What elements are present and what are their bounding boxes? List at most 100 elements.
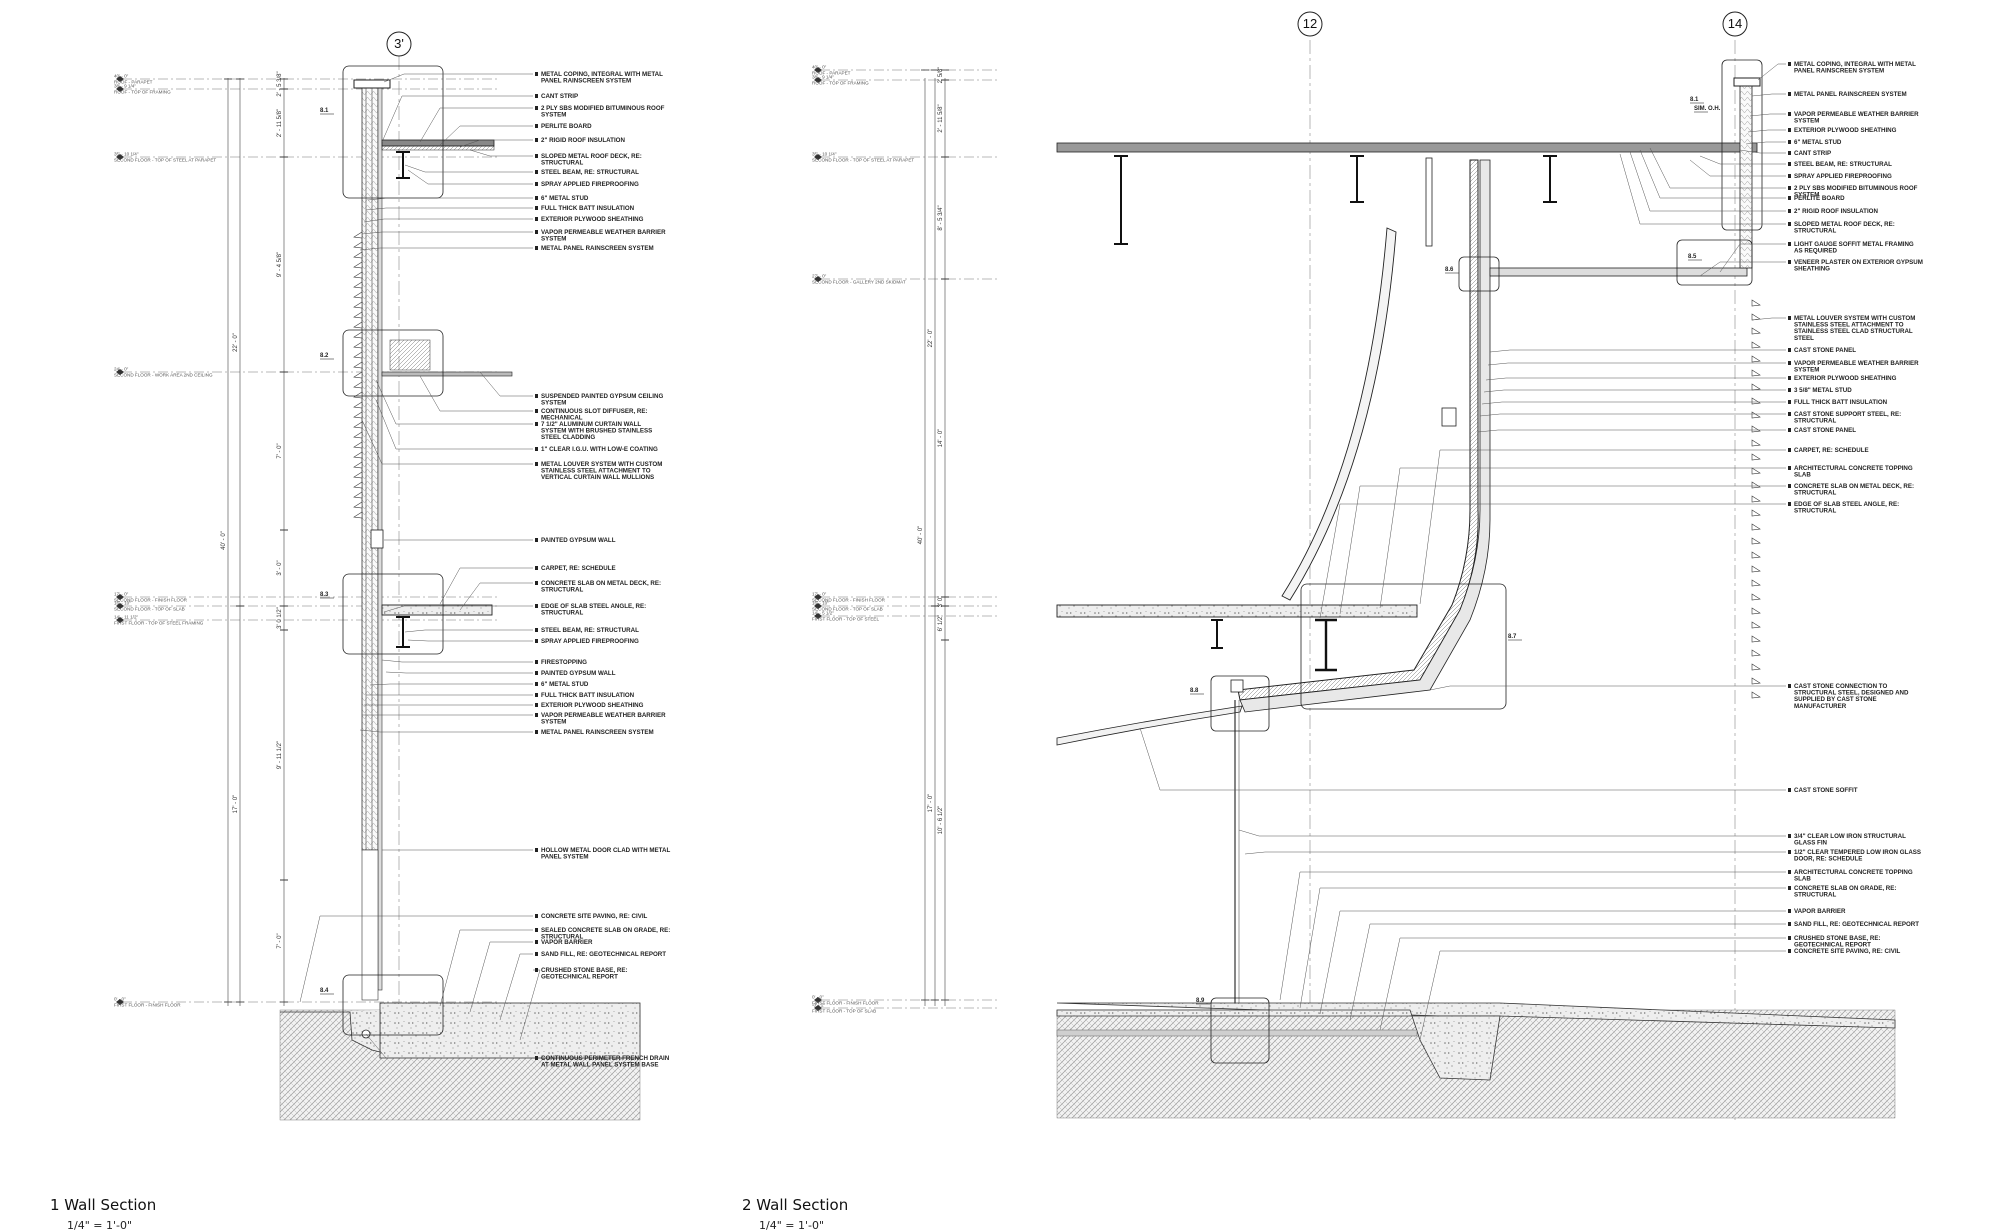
note-bullet <box>1788 484 1791 488</box>
leader-line <box>367 197 533 201</box>
note-bullet <box>535 940 538 944</box>
leader-line <box>365 1033 533 1059</box>
note-leaders <box>1139 63 1786 1041</box>
louver-blade <box>1751 579 1761 587</box>
louver-blade <box>353 361 363 369</box>
note-bullet <box>535 703 538 707</box>
note-bullet <box>535 713 538 717</box>
keynote: SPRAY APPLIED FIREPROOFING <box>541 181 639 188</box>
detail-tag: 8.1 <box>1690 97 1699 103</box>
level-label: ROOF - PARAPET <box>812 71 851 76</box>
note-bullet <box>535 730 538 734</box>
detail-tag: 8.8 <box>1190 688 1199 694</box>
leader-line <box>361 231 533 235</box>
level-elevation: 0' - 0" <box>812 995 824 1000</box>
dimension-text: 3' - 0" <box>277 560 283 575</box>
louver-blade <box>1751 397 1761 405</box>
keynote: PERLITE BOARD <box>1794 195 1845 202</box>
keynote: 2" RIGID ROOF INSULATION <box>1794 208 1878 215</box>
level-marker <box>116 617 124 623</box>
level-marker <box>814 594 822 600</box>
level-marker <box>814 1005 822 1011</box>
keynote: SPRAY APPLIED FIREPROOFING <box>541 638 639 645</box>
louver-blade <box>353 391 363 399</box>
keynote: 6" METAL STUD <box>541 681 589 688</box>
note-bullet <box>1788 949 1791 953</box>
grid-bubble-12 <box>1297 11 1323 37</box>
level-label: FIRST FLOOR - TOP OF STEEL <box>812 617 879 622</box>
louver-blade <box>353 431 363 439</box>
note-bullet <box>535 848 538 852</box>
level-label: SECOND FLOOR - TOP OF STEEL AT PARAPET <box>812 158 914 163</box>
note-bullet <box>535 394 538 398</box>
leader-line <box>439 567 533 605</box>
louver-blade <box>1751 467 1761 475</box>
keynote: METAL PANEL RAINSCREEN SYSTEM <box>541 729 654 736</box>
level-marker <box>814 603 822 609</box>
keynote: SAND FILL, RE: GEOTECHNICAL REPORT <box>541 951 666 958</box>
leader-line <box>459 139 533 148</box>
note-bullet <box>1788 260 1791 264</box>
leader-line <box>1319 910 1786 1015</box>
keynote: SEALED CONCRETE SLAB ON GRADE, RE:STRUCT… <box>541 927 670 941</box>
leader-line <box>1349 923 1786 1021</box>
note-bullet <box>1788 361 1791 365</box>
drawing-scale-2: 1/4" = 1'-0" <box>759 1219 825 1232</box>
keynote: CAST STONE SUPPORT STEEL, RE:STRUCTURAL <box>1794 411 1901 425</box>
leader-line <box>1639 149 1786 199</box>
keynote: EXTERIOR PLYWOOD SHEATHING <box>1794 375 1897 382</box>
note-bullet <box>1788 376 1791 380</box>
leader-line <box>381 659 533 663</box>
louver-blade <box>1751 411 1761 419</box>
note-bullet <box>535 538 538 542</box>
note-bullet <box>1788 909 1791 913</box>
level-label: FIRST FLOOR - FINISH FLOOR <box>114 1003 181 1008</box>
level-label: SECOND FLOOR - TOP OF SLAB <box>812 607 883 612</box>
louver-blade <box>353 461 363 469</box>
level-elevation: 40' - 0" <box>812 65 827 70</box>
note-bullet <box>1788 209 1791 213</box>
level-label: ROOF - TOP OF FRAMING <box>114 90 171 95</box>
keynote: CONCRETE SLAB ON METAL DECK, RE:STRUCTUR… <box>541 580 661 594</box>
level-marker <box>814 276 822 282</box>
level-marker <box>116 76 124 82</box>
keynote: FULL THICK BATT INSULATION <box>1794 399 1888 406</box>
louver-blade <box>353 321 363 329</box>
drawing-title-1: 1 Wall Section <box>50 1196 157 1214</box>
keynote: METAL PANEL RAINSCREEN SYSTEM <box>1794 91 1907 98</box>
note-bullet <box>535 422 538 426</box>
note-bullet <box>535 952 538 956</box>
detail-tags: 8.18.28.38.4 <box>320 108 334 995</box>
note-bullet <box>535 928 538 932</box>
louver-blade <box>353 341 363 349</box>
louver-blade <box>1751 355 1761 363</box>
note-bullet <box>1788 128 1791 132</box>
level-marker <box>814 613 822 619</box>
note-bullet <box>1788 502 1791 506</box>
leader-line <box>1751 93 1786 97</box>
level-label: SECOND FLOOR - WORK AREA 2ND CEILING <box>114 373 213 378</box>
note-bullet <box>535 1056 538 1060</box>
leader-line <box>1477 429 1786 433</box>
level-label: ROOF - PARAPET <box>114 80 153 85</box>
louver-blade <box>1751 607 1761 615</box>
level-elevation: 35' - 10 1/4" <box>114 152 139 157</box>
leader-line <box>404 164 533 173</box>
louver-blade <box>353 251 363 259</box>
level-marker <box>116 594 124 600</box>
louver-blade <box>1751 565 1761 573</box>
leader-line <box>1757 63 1786 81</box>
note-bullet <box>1788 466 1791 470</box>
louver-blade <box>353 331 363 339</box>
dimension-text: 2' - 5 3/8" <box>277 71 283 96</box>
louver-blade <box>353 301 363 309</box>
